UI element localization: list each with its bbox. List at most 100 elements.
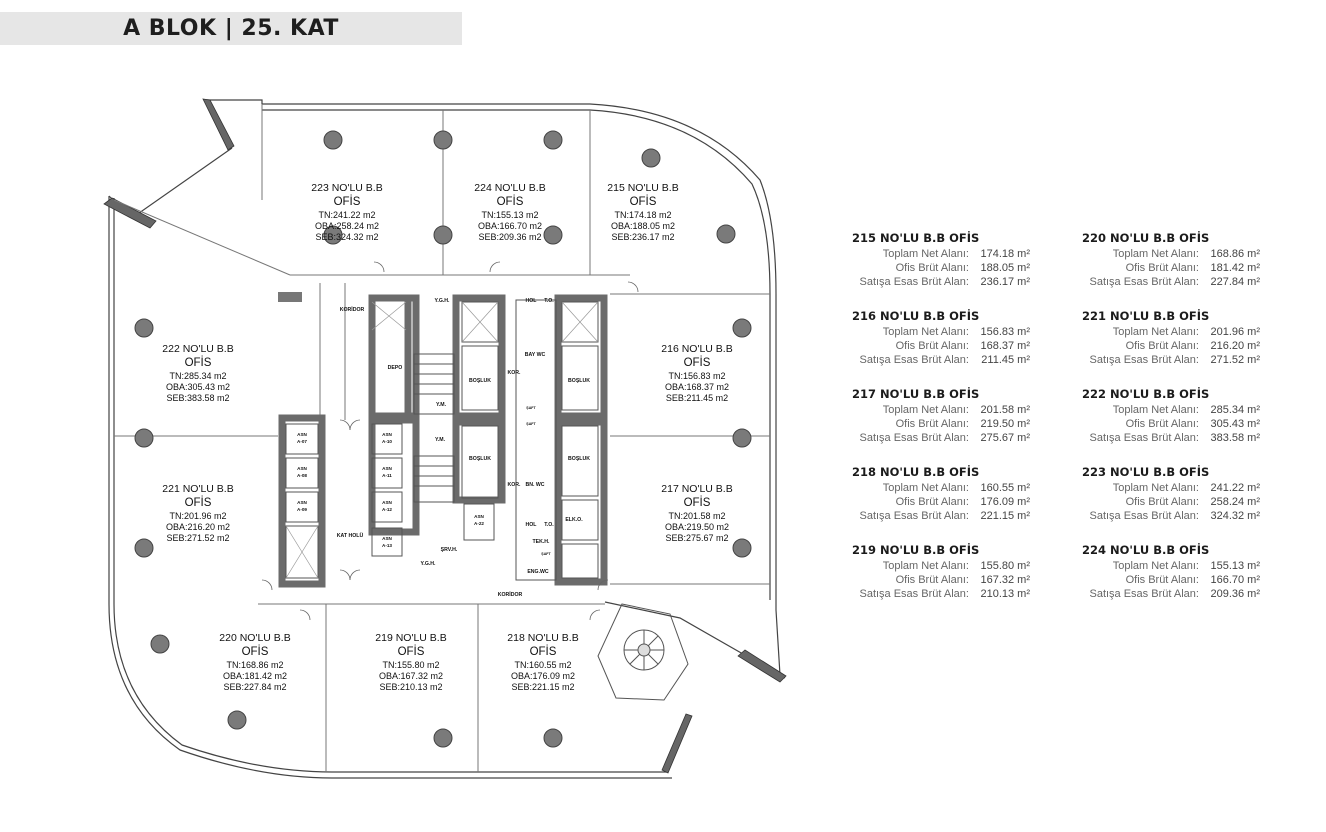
summary-label-oba: Ofis Brüt Alanı: [1125,340,1202,352]
unit-219-type: OFİS [398,645,425,658]
summary-label-seb: Satışa Esas Brüt Alan: [1089,354,1202,366]
summary-label-oba: Ofis Brüt Alanı: [1125,574,1202,586]
summary-row-seb: Satışa Esas Brüt Alan: 210.13 m² [830,588,1030,600]
core-label-ym-bottom: Y.M. [435,437,446,443]
summary-value-tn: 155.13 m² [1210,560,1260,572]
unit-217-oba: OBA:219.50 m2 [665,522,729,532]
summary-row-seb: Satışa Esas Brüt Alan: 236.17 m² [830,276,1030,288]
summary-label-tn: Toplam Net Alanı: [1112,404,1202,416]
unit-221-type: OFİS [185,496,212,509]
unit-216-seb: SEB:211.45 m2 [666,393,728,403]
summary-value-tn: 174.18 m² [980,248,1030,260]
summary-row-tn: Toplam Net Alanı: 168.86 m² [1060,248,1260,260]
elevator-a-11-code: A-11 [382,473,392,478]
unit-218-title: 218 NO'LU B.B [507,632,578,644]
core-label-koridor-top: KORİDOR [340,306,365,313]
void-crosses [285,301,599,579]
summary-row-tn: Toplam Net Alanı: 201.96 m² [1060,326,1260,338]
summary-title: 215 NO'LU B.B OFİS [852,231,980,245]
summary-row-seb: Satışa Esas Brüt Alan: 221.15 m² [830,510,1030,522]
summary-value-seb: 236.17 m² [980,276,1030,288]
unit-223-tn: TN:241.22 m2 [318,210,375,220]
core-label-bosluk-1: BOŞLUK [469,378,491,384]
summary-value-tn: 160.55 m² [980,482,1030,494]
summary-value-seb: 383.58 m² [1210,432,1260,444]
columns [134,130,752,748]
core-label-hol-bottom: HOL [526,522,538,528]
summary-row-oba: Ofis Brüt Alanı: 168.37 m² [830,340,1030,352]
summary-value-seb: 221.15 m² [980,510,1030,522]
core-label-shaft-1: ŞAFT [526,406,536,410]
summary-label-tn: Toplam Net Alanı: [1112,326,1202,338]
unit-218-oba: OBA:176.09 m2 [511,671,575,681]
summary-value-oba: 258.24 m² [1210,496,1260,508]
unit-220-oba: OBA:181.42 m2 [223,671,287,681]
core-label-ym-top: Y.M. [436,402,447,408]
core-label-depo: DEPO [388,365,403,371]
summary-label-seb: Satışa Esas Brüt Alan: [1089,432,1202,444]
unit-215-oba: OBA:188.05 m2 [611,221,675,231]
summary-row-oba: Ofis Brüt Alanı: 219.50 m² [830,418,1030,430]
building-outline [108,99,786,779]
summary-label-seb: Satışa Esas Brüt Alan: [859,276,972,288]
summary-row-tn: Toplam Net Alanı: 155.13 m² [1060,560,1260,572]
summary-row-oba: Ofis Brüt Alanı: 181.42 m² [1060,262,1260,274]
summary-row-seb: Satışa Esas Brüt Alan: 324.32 m² [1060,510,1260,522]
summary-label-seb: Satışa Esas Brüt Alan: [1089,588,1202,600]
summary-row-oba: Ofis Brüt Alanı: 166.70 m² [1060,574,1260,586]
core-label-bn-wc: BN. WC [525,482,544,488]
elevator-a-08-asn: ASN [297,466,307,471]
elevator-a-10-asn: ASN [382,432,392,437]
core-label-koridor-bottom: KORİDOR [498,591,523,598]
elevator-a-09-code: A-09 [297,507,307,512]
summary-value-tn: 155.80 m² [980,560,1030,572]
summary-label-oba: Ofis Brüt Alanı: [1125,418,1202,430]
core-label-bosluk-3: BOŞLUK [469,456,491,462]
core-label-tek-h: TEK.H. [532,539,550,545]
core-label-bosluk-2: BOŞLUK [568,378,590,384]
unit-217-seb: SEB:275.67 m2 [665,533,728,543]
core-label-shaft-3: ŞAFT [541,552,551,556]
header-bar [0,12,462,45]
unit-217-type: OFİS [684,496,711,509]
summary-value-tn: 168.86 m² [1210,248,1260,260]
unit-223-type: OFİS [334,195,361,208]
facade-fins [103,98,787,774]
summary-row-seb: Satışa Esas Brüt Alan: 275.67 m² [830,432,1030,444]
unit-223-title: 223 NO'LU B.B [311,182,382,194]
spiral-stair [597,603,689,701]
summary-label-oba: Ofis Brüt Alanı: [1125,496,1202,508]
summary-title: 219 NO'LU B.B OFİS [852,543,980,557]
unit-222-tn: TN:285.34 m2 [169,371,226,381]
unit-220-seb: SEB:227.84 m2 [223,682,286,692]
unit-222-oba: OBA:305.43 m2 [166,382,230,392]
core-label-shaft-2: ŞAFT [526,422,536,426]
unit-218-type: OFİS [530,645,557,658]
summary-title: 218 NO'LU B.B OFİS [852,465,980,479]
summary-value-oba: 188.05 m² [980,262,1030,274]
unit-223-oba: OBA:258.24 m2 [315,221,379,231]
elevator-a-07-code: A-07 [297,439,307,444]
unit-222-type: OFİS [185,356,212,369]
summary-value-oba: 181.42 m² [1210,262,1260,274]
summary-value-oba: 216.20 m² [1210,340,1260,352]
core-label-kat-holu: KAT HOLÜ [337,532,364,539]
summary-label-oba: Ofis Brüt Alanı: [895,340,972,352]
unit-219-seb: SEB:210.13 m2 [379,682,442,692]
summary-label-oba: Ofis Brüt Alanı: [895,262,972,274]
summary-value-tn: 156.83 m² [980,326,1030,338]
summary-label-seb: Satışa Esas Brüt Alan: [859,588,972,600]
summary-title: 222 NO'LU B.B OFİS [1082,387,1210,401]
core-label-hol-top: HOL [526,298,538,304]
summary-value-oba: 219.50 m² [980,418,1030,430]
unit-216-type: OFİS [684,356,711,369]
unit-218-tn: TN:160.55 m2 [514,660,571,670]
summary-row-oba: Ofis Brüt Alanı: 188.05 m² [830,262,1030,274]
summary-row-seb: Satışa Esas Brüt Alan: 271.52 m² [1060,354,1260,366]
unit-219-title: 219 NO'LU B.B [375,632,446,644]
summary-label-tn: Toplam Net Alanı: [1112,482,1202,494]
summary-row-seb: Satışa Esas Brüt Alan: 383.58 m² [1060,432,1260,444]
unit-222-seb: SEB:383.58 m2 [166,393,229,403]
